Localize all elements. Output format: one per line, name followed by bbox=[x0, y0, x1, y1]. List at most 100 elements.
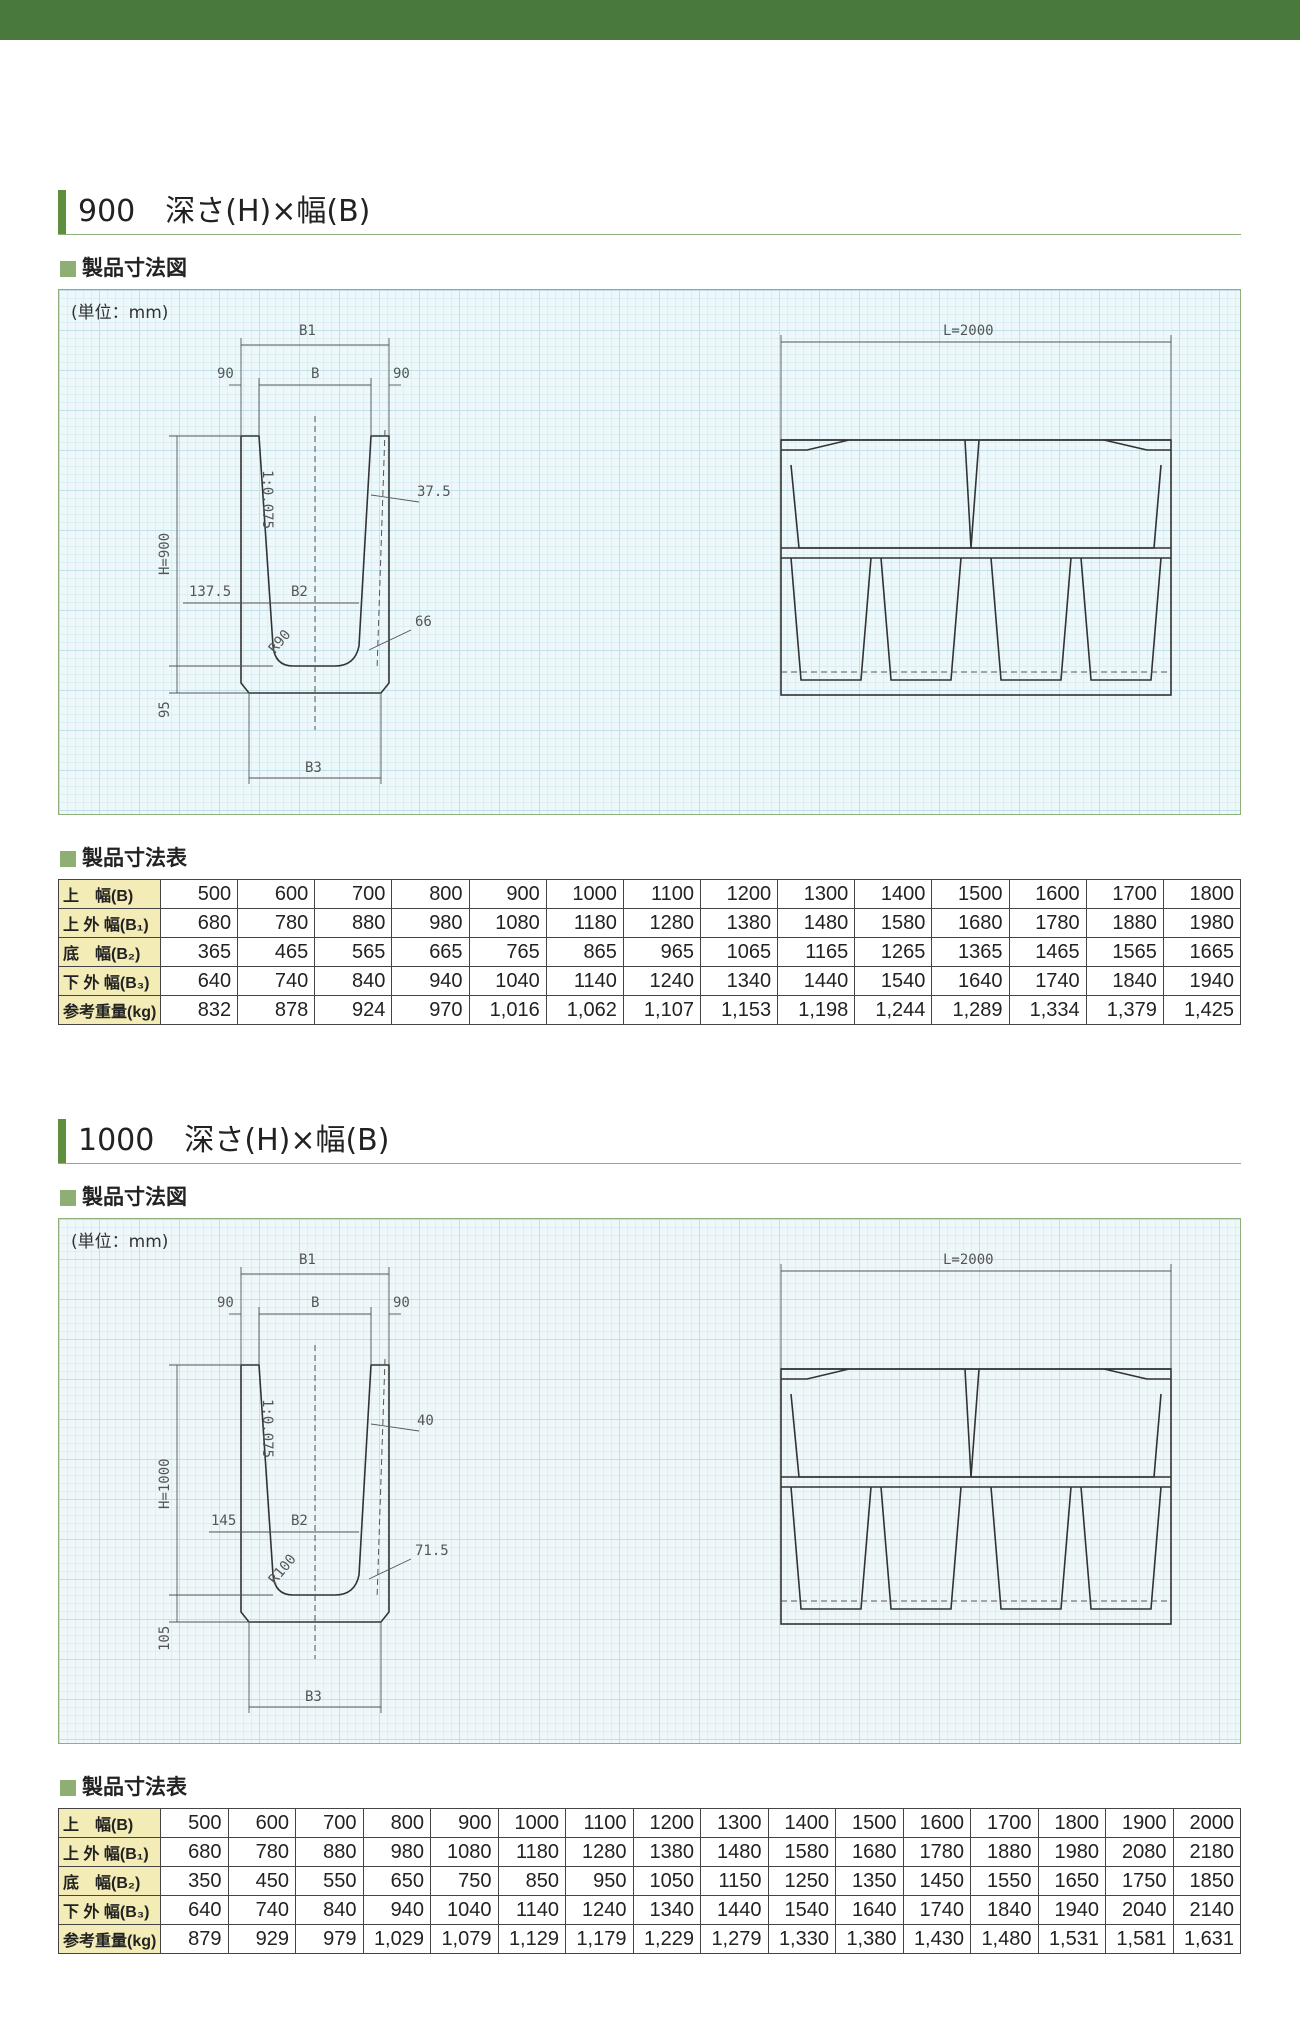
section-number: 1000 bbox=[78, 1123, 155, 1158]
section-1000: 1000 深さ(H)×幅(B) 製品寸法図 (単位：mm) bbox=[58, 1119, 1241, 1954]
dim-B: B bbox=[311, 366, 319, 382]
table-cell: 970 bbox=[391, 995, 470, 1025]
table-cell: 1040 bbox=[430, 1895, 499, 1925]
section-marker bbox=[58, 190, 66, 234]
table-cell: 1940 bbox=[1037, 1895, 1106, 1925]
table-cell: 1,029 bbox=[362, 1924, 431, 1954]
table-cell: 1,062 bbox=[545, 995, 624, 1025]
table-cell: 880 bbox=[295, 1837, 364, 1867]
dim-fillet: 71.5 bbox=[415, 1543, 449, 1559]
table-cell: 1065 bbox=[699, 937, 779, 967]
section-title-text: 深さ(H)×幅(B) bbox=[184, 1123, 390, 1158]
table-cell: 365 bbox=[159, 937, 239, 967]
table-cell: 1040 bbox=[468, 966, 547, 996]
table-cell: 879 bbox=[160, 1924, 229, 1954]
table-cell: 1700 bbox=[1085, 879, 1164, 909]
table-cell: 865 bbox=[545, 937, 624, 967]
table-cell: 750 bbox=[430, 1866, 499, 1896]
table-cell: 850 bbox=[497, 1866, 566, 1896]
dimension-drawing: (単位：mm) bbox=[58, 1218, 1241, 1744]
dim-B2: B2 bbox=[291, 584, 308, 600]
table-cell: 1140 bbox=[497, 1895, 566, 1925]
table-cell: 1550 bbox=[970, 1866, 1039, 1896]
heading-square-icon bbox=[60, 1190, 76, 1206]
table-cell: 640 bbox=[159, 966, 239, 996]
drawing-svg: B1 B 90 90 1:0.075 40 H=1000 145 B2 R100… bbox=[157, 1252, 1172, 1713]
table-cell: 1650 bbox=[1037, 1866, 1106, 1896]
table-cell: 980 bbox=[391, 908, 470, 938]
dim-bottom: 95 bbox=[157, 701, 173, 718]
table-cell: 1,334 bbox=[1008, 995, 1087, 1025]
table-cell: 1480 bbox=[700, 1837, 769, 1867]
table-cell: 1300 bbox=[777, 879, 856, 909]
table-cell: 1,380 bbox=[835, 1924, 904, 1954]
table-cell: 1840 bbox=[1085, 966, 1164, 996]
table-cell: 1,179 bbox=[565, 1924, 634, 1954]
table-cell: 2140 bbox=[1172, 1895, 1241, 1925]
table-cell: 1840 bbox=[970, 1895, 1039, 1925]
table-cell: 1780 bbox=[902, 1837, 971, 1867]
dim-B1: B1 bbox=[299, 323, 316, 339]
table-cell: 1450 bbox=[902, 1866, 971, 1896]
table-cell: 1,129 bbox=[497, 1924, 566, 1954]
unit-label: (単位：mm) bbox=[71, 303, 169, 323]
table-cell: 1265 bbox=[854, 937, 933, 967]
table-cell: 880 bbox=[314, 908, 393, 938]
table-cell: 1480 bbox=[777, 908, 856, 938]
table-cell: 1165 bbox=[777, 937, 856, 967]
table-cell: 680 bbox=[160, 1837, 229, 1867]
table-cell: 1,244 bbox=[854, 995, 933, 1025]
side-elevation: L=2000 bbox=[780, 323, 1172, 696]
table-cell: 1440 bbox=[700, 1895, 769, 1925]
table-cell: 1080 bbox=[430, 1837, 499, 1867]
table-cell: 1280 bbox=[565, 1837, 634, 1867]
table-cell: 1400 bbox=[767, 1808, 836, 1838]
table-cell: 550 bbox=[295, 1866, 364, 1896]
drawing-svg: B1 B 90 90 1:0.075 37.5 H=900 137.5 B2 R… bbox=[157, 323, 1172, 784]
table-cell: 1980 bbox=[1162, 908, 1242, 938]
table-cell: 1100 bbox=[622, 879, 701, 909]
table-cell: 2180 bbox=[1172, 1837, 1241, 1867]
table-cell: 979 bbox=[295, 1924, 364, 1954]
table-cell: 1380 bbox=[699, 908, 779, 938]
table-heading-text: 製品寸法表 bbox=[82, 1775, 187, 1799]
table-cell: 1,079 bbox=[430, 1924, 499, 1954]
heading-square-icon bbox=[60, 851, 76, 867]
dim-H: H=1000 bbox=[157, 1458, 173, 1509]
table-cell: 600 bbox=[237, 879, 316, 909]
table-cell: 1050 bbox=[632, 1866, 701, 1896]
row-label: 上 外 幅(B₁) bbox=[58, 908, 161, 938]
table-cell: 1680 bbox=[835, 1837, 904, 1867]
row-label: 上 外 幅(B₁) bbox=[58, 1837, 161, 1867]
table-cell: 900 bbox=[468, 879, 547, 909]
table-cell: 500 bbox=[159, 879, 239, 909]
row-label: 上 幅(B) bbox=[58, 879, 161, 909]
table-cell: 700 bbox=[295, 1808, 364, 1838]
table-cell: 1,581 bbox=[1105, 1924, 1174, 1954]
table-cell: 1465 bbox=[1008, 937, 1087, 967]
dimension-drawing: (単位：mm) bbox=[58, 289, 1241, 815]
section-number: 900 bbox=[78, 194, 136, 229]
table-cell: 565 bbox=[314, 937, 393, 967]
table-cell: 1850 bbox=[1172, 1866, 1241, 1896]
table-cell: 680 bbox=[159, 908, 239, 938]
table-cell: 465 bbox=[237, 937, 316, 967]
dim-wall-top: 37.5 bbox=[417, 484, 451, 500]
table-cell: 1940 bbox=[1162, 966, 1242, 996]
row-label: 底 幅(B₂) bbox=[58, 937, 161, 967]
drawing-heading: 製品寸法図 bbox=[58, 1182, 1241, 1212]
table-cell: 1340 bbox=[699, 966, 779, 996]
dim-length: L=2000 bbox=[943, 1252, 994, 1268]
table-cell: 640 bbox=[160, 1895, 229, 1925]
table-cell: 1,153 bbox=[699, 995, 779, 1025]
cross-section: B1 B 90 90 1:0.075 40 H=1000 145 B2 R100… bbox=[157, 1252, 449, 1713]
table-cell: 2080 bbox=[1105, 1837, 1174, 1867]
table-cell: 800 bbox=[362, 1808, 431, 1838]
table-cell: 1,198 bbox=[777, 995, 856, 1025]
cross-section: B1 B 90 90 1:0.075 37.5 H=900 137.5 B2 R… bbox=[157, 323, 451, 784]
